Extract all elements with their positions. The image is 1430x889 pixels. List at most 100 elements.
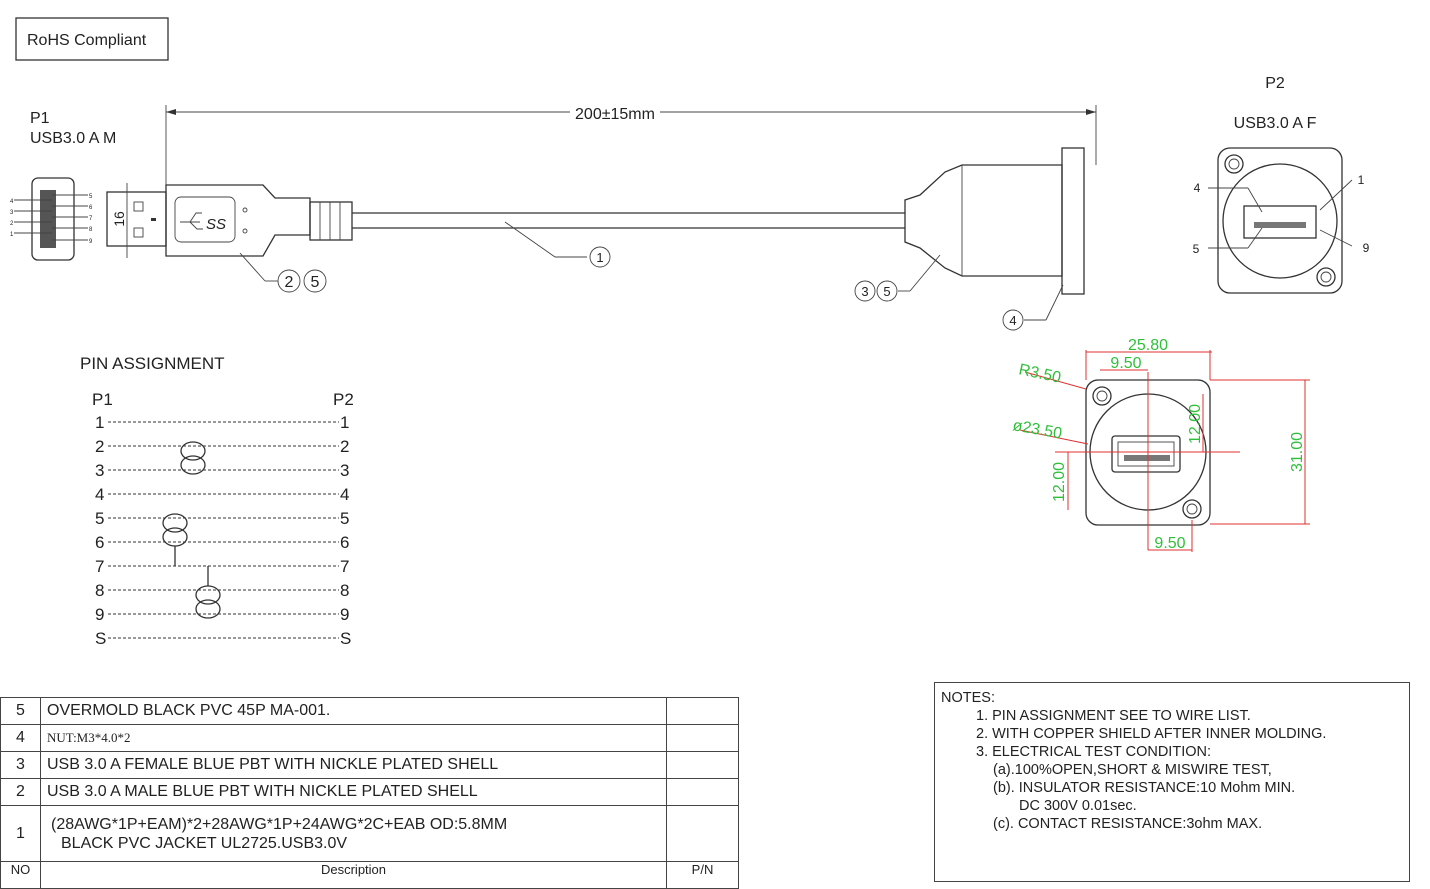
cable: 1	[352, 212, 905, 268]
pin-from: 2	[95, 437, 104, 456]
bom-description-line1: (28AWG*1P+EAM)*2+28AWG*1P+24AWG*2C+EAB O…	[51, 815, 508, 833]
pin-to: 6	[340, 533, 349, 552]
note-item: 2. WITH COPPER SHIELD AFTER INNER MOLDIN…	[976, 726, 1327, 742]
pin-header-p1: P1	[92, 390, 113, 409]
p2-label: P2	[1265, 75, 1285, 92]
length-label: 200±15mm	[575, 106, 655, 123]
pin-from: 3	[95, 461, 104, 480]
pin-label: 5	[89, 194, 93, 200]
pin-to: S	[340, 629, 351, 648]
notes-box: NOTES: 1. PIN ASSIGNMENT SEE TO WIRE LIS…	[934, 682, 1410, 882]
notes-title: NOTES:	[941, 690, 995, 706]
bom-description: USB 3.0 A MALE BLUE PBT WITH NICKLE PLAT…	[40, 778, 667, 806]
pin-from: 6	[95, 533, 104, 552]
bom-pn	[666, 805, 739, 862]
pin-from: 9	[95, 605, 104, 624]
pin-label: 8	[89, 227, 93, 233]
pin-label: 2	[10, 221, 14, 227]
bom-pn	[666, 697, 739, 725]
bom-pn	[666, 778, 739, 806]
p2-pin-label: 4	[1194, 181, 1201, 195]
pin-to: 9	[340, 605, 349, 624]
bom-header-pn: P/N	[666, 861, 739, 889]
length-dimension: 200±15mm	[165, 105, 1097, 185]
bom-description: (28AWG*1P+EAM)*2+28AWG*1P+24AWG*2C+EAB O…	[40, 805, 667, 862]
callout-3: 3	[861, 284, 868, 299]
pin-to: 7	[340, 557, 349, 576]
dim-width: 25.80	[1128, 337, 1168, 354]
pin-label: 1	[10, 232, 14, 238]
bom-no: 4	[0, 724, 41, 752]
pin-label: 9	[89, 239, 93, 245]
callout-1: 1	[596, 250, 603, 265]
dim-half-height-left: 12.00	[1051, 462, 1068, 502]
pin-to: 1	[340, 413, 349, 432]
pin-to: 4	[340, 485, 349, 504]
pin-from: 7	[95, 557, 104, 576]
callout-p1: 2 5	[239, 252, 327, 293]
dim-height: 31.00	[1289, 432, 1306, 472]
note-item: DC 300V 0.01sec.	[1019, 798, 1137, 814]
p2-type: USB3.0 A F	[1234, 115, 1317, 132]
dim-hole-bottom: 9.50	[1154, 535, 1185, 552]
rohs-box	[15, 17, 169, 61]
pin-to: 5	[340, 509, 349, 528]
bom-description: USB 3.0 A FEMALE BLUE PBT WITH NICKLE PL…	[40, 751, 667, 779]
bom-header-description: Description	[40, 861, 667, 889]
table-row: 1(28AWG*1P+EAM)*2+28AWG*1P+24AWG*2C+EAB …	[0, 805, 739, 862]
bom-pn	[666, 751, 739, 779]
pin-label: 6	[89, 205, 93, 211]
pin-header-p2: P2	[333, 390, 354, 409]
callout-5b: 5	[883, 284, 890, 299]
p2-face: 4 5 1 9	[1193, 147, 1370, 294]
dim-half-height-right: 12.00	[1187, 404, 1204, 444]
pin-from: 4	[95, 485, 104, 504]
note-item: (c). CONTACT RESISTANCE:3ohm MAX.	[993, 816, 1263, 832]
pin-label: 3	[10, 210, 14, 216]
pin-from: 8	[95, 581, 104, 600]
dim-hole-top: 9.50	[1110, 355, 1141, 372]
pin-from: S	[95, 629, 106, 648]
pin-label: 4	[10, 199, 14, 205]
bom-description: NUT:M3*4.0*2	[40, 724, 667, 752]
rohs-label: RoHS Compliant	[27, 32, 147, 49]
usb-ss-logo: SS	[206, 216, 226, 233]
bom-no: 2	[0, 778, 41, 806]
pin-to: 3	[340, 461, 349, 480]
bom-pn	[666, 724, 739, 752]
note-item: 1. PIN ASSIGNMENT SEE TO WIRE LIST.	[976, 708, 1251, 724]
p2-pin-label: 1	[1358, 173, 1365, 187]
pin-to: 8	[340, 581, 349, 600]
p2-pin-label: 9	[1363, 241, 1370, 255]
bom-description: OVERMOLD BLACK PVC 45P MA-001.	[40, 697, 667, 725]
p1-label: P1	[30, 110, 50, 127]
pin-label: 7	[89, 216, 93, 222]
note-item: (b). INSULATOR RESISTANCE:10 Mohm MIN.	[993, 780, 1296, 796]
bom-no: 3	[0, 751, 41, 779]
p1-end-face: 4 3 2 1 5 6 7 8 9	[10, 177, 93, 261]
pin-from: 1	[95, 413, 104, 432]
callout-4: 4	[1009, 313, 1016, 328]
p2-pin-label: 5	[1193, 242, 1200, 256]
bom-no: 5	[0, 697, 41, 725]
bom-header-no: NO	[0, 861, 41, 889]
callout-2: 2	[285, 274, 294, 291]
note-item: (a).100%OPEN,SHORT & MISWIRE TEST,	[993, 762, 1272, 778]
bom-description-line2: BLACK PVC JACKET UL2725.USB3.0V	[61, 834, 348, 852]
panel-cutout-drawing: 25.80 9.50 R3.50 ø23.50 12.00 12.00 31.0…	[1011, 337, 1310, 552]
p1-height-dim: 16	[111, 211, 127, 227]
pin-from: 5	[95, 509, 104, 528]
note-item: 3. ELECTRICAL TEST CONDITION:	[976, 744, 1212, 760]
callout-5: 5	[311, 274, 320, 291]
p2-overmold: 3 5 4	[854, 147, 1085, 331]
p1-type: USB3.0 A M	[30, 130, 116, 147]
dim-radius: R3.50	[1017, 361, 1062, 387]
